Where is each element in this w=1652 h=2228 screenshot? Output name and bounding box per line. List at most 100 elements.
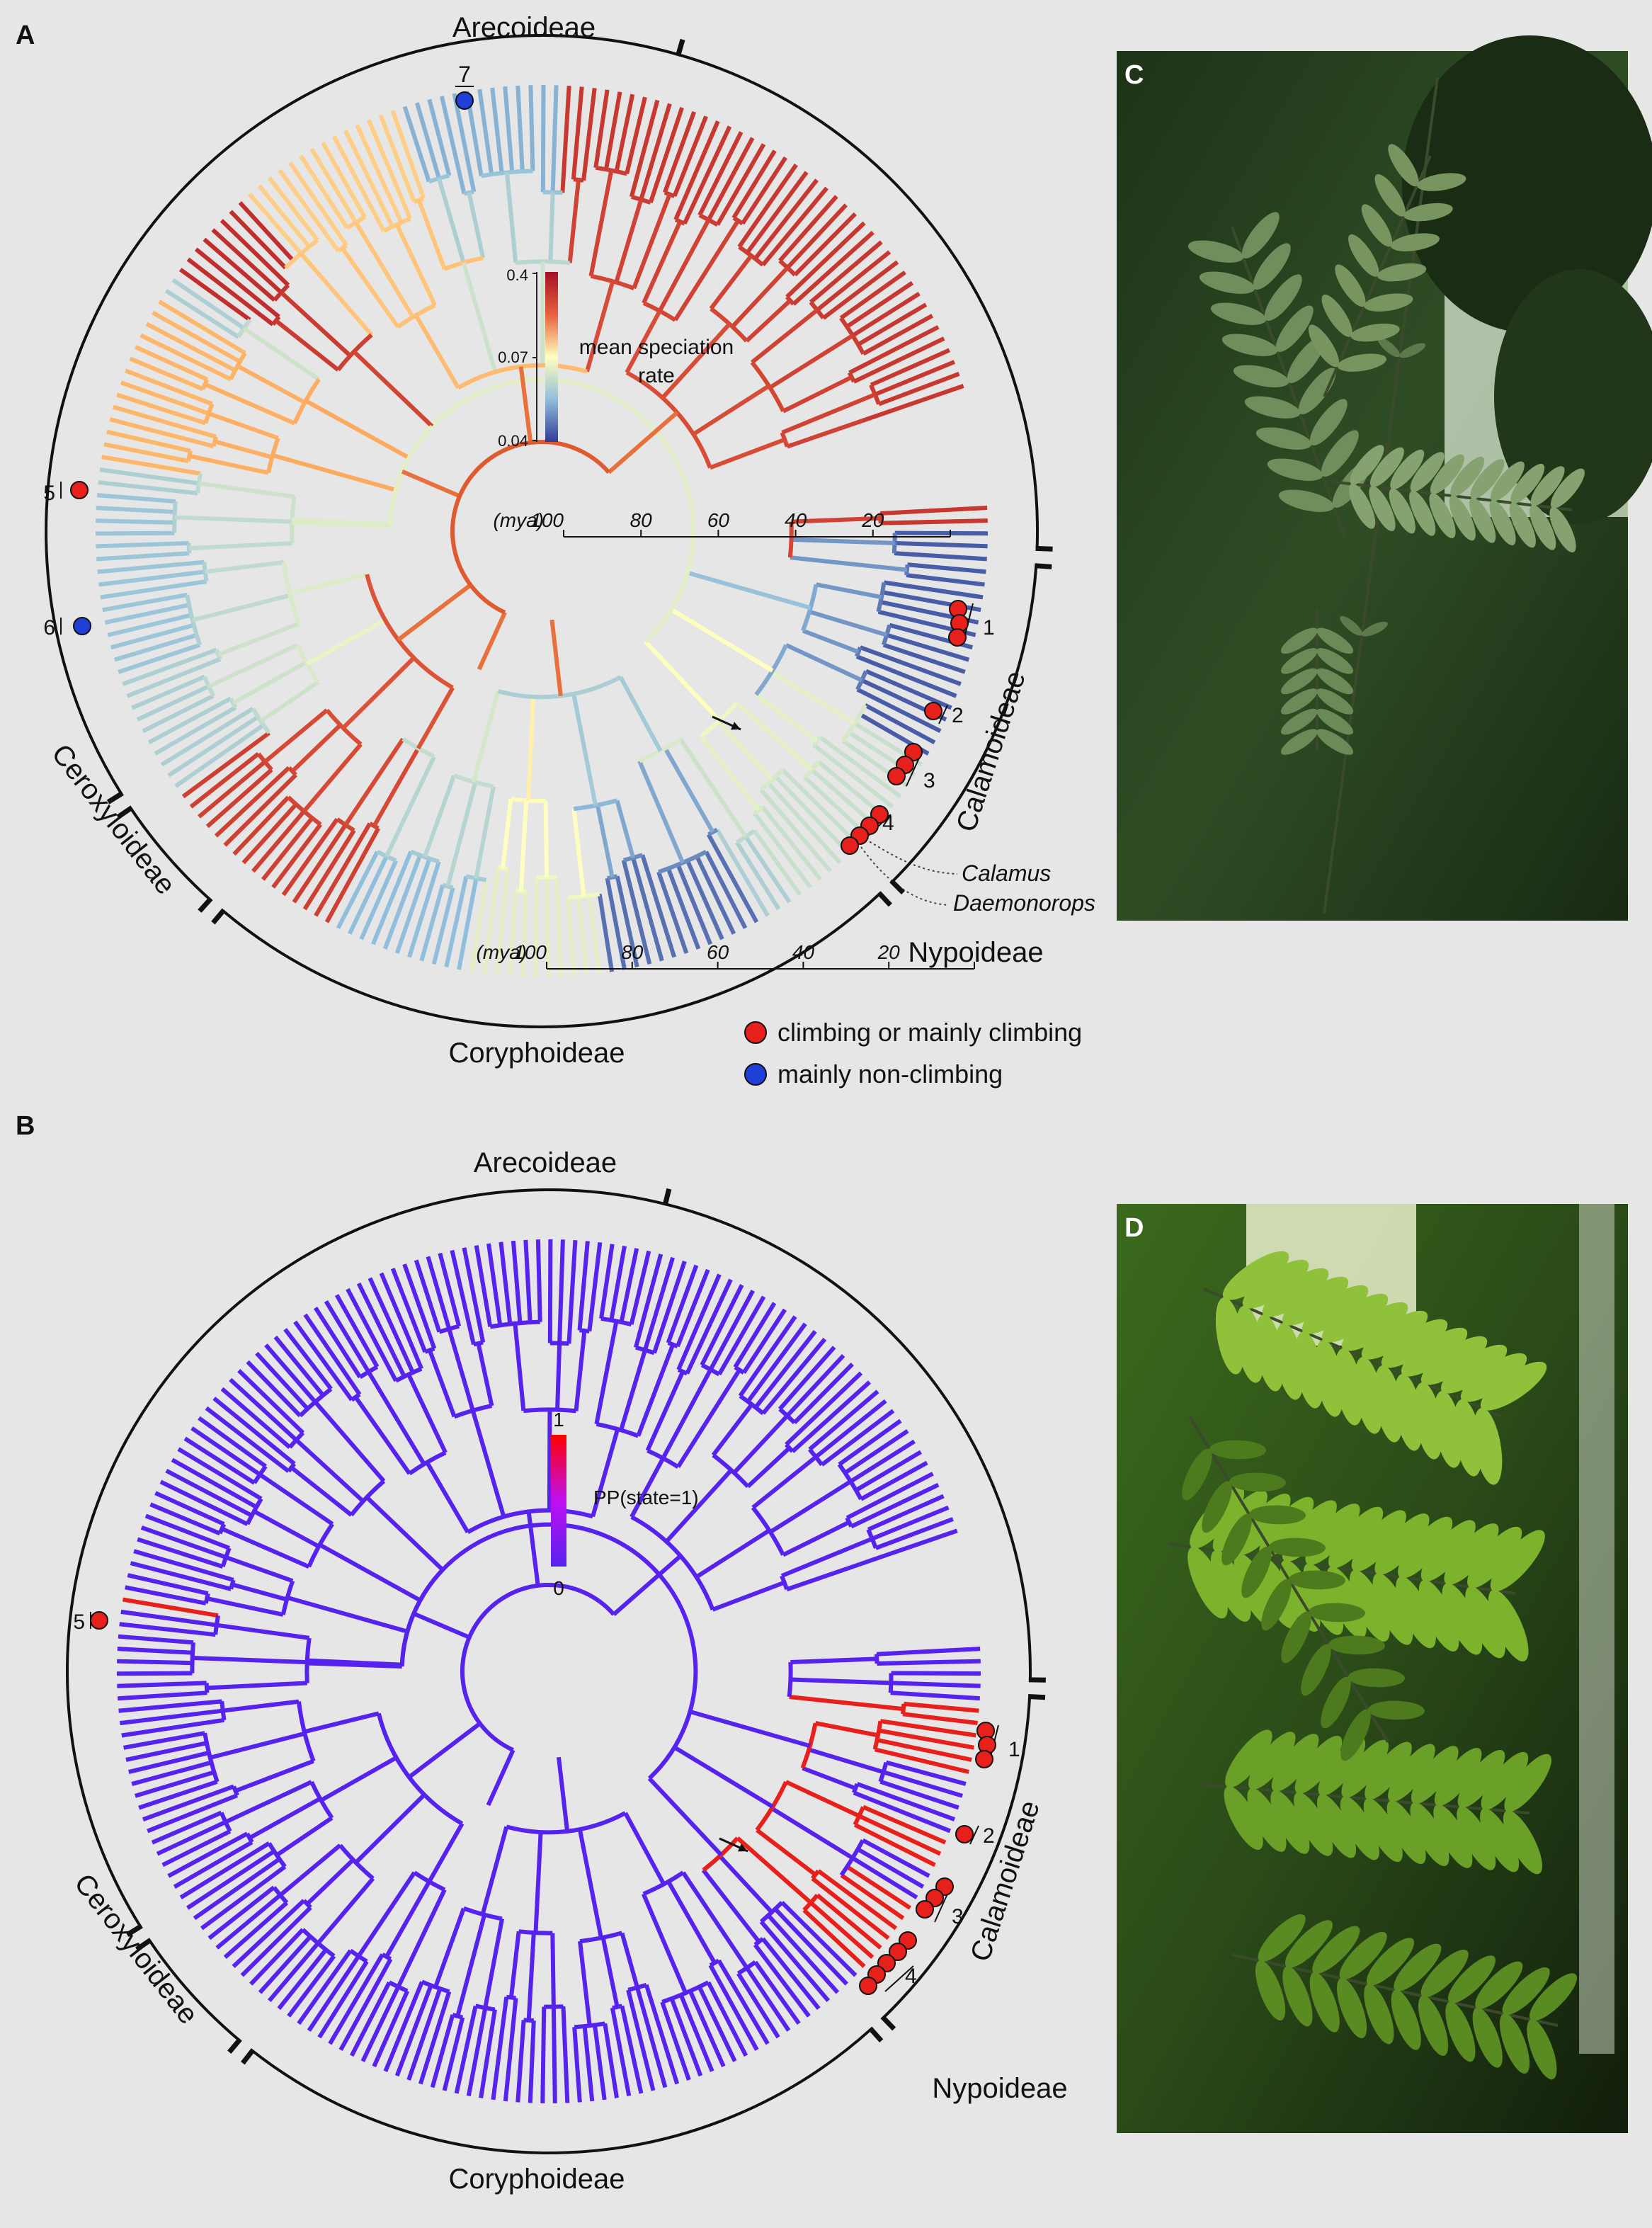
leaflet	[1410, 452, 1445, 492]
leaflet	[1434, 1748, 1482, 1806]
tree-branch	[612, 1554, 683, 1616]
tree-branch	[803, 775, 870, 838]
tree-branch	[688, 1990, 726, 2068]
leaflet	[1369, 486, 1396, 531]
tree-branch	[397, 583, 472, 642]
tree-branch	[462, 1247, 486, 1343]
tree-branch	[287, 1955, 336, 2018]
tree-branch	[587, 1241, 603, 1332]
tree-branch	[787, 521, 794, 558]
marker-label-3: 3	[923, 769, 935, 792]
tree-branch	[181, 731, 270, 799]
tree-branch	[241, 802, 298, 865]
tree-branch	[754, 644, 788, 696]
tree-branch	[635, 1987, 668, 2088]
tree-branch	[205, 1406, 290, 1473]
leaflet	[1309, 1972, 1340, 2033]
timescale-tick-label: 20	[861, 509, 884, 531]
pp-colorbar	[551, 1435, 566, 1567]
tree-branch	[610, 2007, 632, 2096]
leaflet	[1316, 708, 1354, 735]
tree-branch	[790, 1656, 877, 1665]
tree-branch	[360, 1986, 401, 2062]
tree-branch	[515, 2020, 526, 2103]
tree-branch	[200, 1865, 287, 1931]
tree-branch	[820, 1409, 895, 1467]
tree-branch	[109, 417, 215, 448]
tree-branch	[439, 96, 467, 195]
tree-branch	[736, 1972, 780, 2039]
tree-branch	[883, 580, 984, 600]
leaflet	[1275, 305, 1314, 353]
tree-branch	[738, 1315, 797, 1397]
tree-branch	[579, 1931, 623, 1944]
leaflet	[1363, 1798, 1403, 1863]
tree-branch	[281, 562, 302, 625]
tree-branch	[284, 238, 319, 270]
tree-branch	[96, 518, 175, 525]
bracket-tick	[880, 2015, 896, 2031]
tree-branch	[656, 871, 689, 954]
leaflet	[1550, 468, 1585, 508]
leaflet	[1390, 233, 1440, 251]
tree-branch	[786, 419, 863, 449]
tree-branch	[894, 540, 988, 549]
leaflet	[1225, 1729, 1272, 1788]
tree-branch	[567, 179, 581, 263]
tree-branch	[777, 1346, 836, 1411]
tree-branch	[220, 1701, 227, 1721]
tree-branch	[281, 817, 339, 897]
leaflet	[1258, 1914, 1306, 1962]
tree-branch	[821, 260, 899, 320]
tree-branch	[229, 697, 238, 709]
tree-branch	[101, 455, 201, 476]
leaflet	[1409, 490, 1436, 536]
tree-branch	[785, 221, 866, 299]
tree-branch	[253, 1509, 320, 1549]
tree-branch	[278, 169, 341, 253]
tree-branch	[154, 1491, 225, 1526]
leaflet	[1316, 688, 1354, 715]
tree-branch	[658, 850, 707, 875]
tree-branch	[122, 647, 217, 686]
tree-branch	[482, 867, 501, 974]
tree-branch	[697, 1986, 737, 2062]
tree-branch	[811, 1877, 890, 1940]
tree-branch	[402, 1263, 437, 1350]
bracket-tick	[1035, 545, 1053, 552]
tree-branch	[595, 805, 615, 878]
legend-non-climbing-dot	[744, 1063, 767, 1086]
leaflet	[1394, 1943, 1442, 1991]
leaflet	[1271, 1734, 1319, 1792]
tree-branch	[574, 1330, 587, 1411]
tree-branch	[437, 178, 466, 263]
tree-branch	[647, 1777, 723, 1857]
tree-branch	[382, 854, 423, 950]
tree-branch	[816, 1893, 882, 1950]
leaflet	[1488, 1589, 1529, 1661]
pp-legend-max: 1	[553, 1409, 564, 1431]
tree-branch	[174, 515, 292, 524]
tree-branch	[304, 1711, 380, 1734]
tree-branch	[384, 1880, 431, 1958]
tree-branch	[578, 1940, 592, 2026]
tree-branch	[707, 137, 755, 221]
tree-branch	[633, 1254, 663, 1348]
tree-branch	[787, 1661, 793, 1698]
tree-branch	[352, 350, 434, 428]
tree-branch	[371, 851, 413, 945]
tree-branch	[660, 2001, 691, 2081]
tree-branch	[399, 1522, 698, 1780]
tree-branch	[780, 1901, 858, 1977]
tree-branch	[753, 805, 764, 815]
tree-branch	[577, 1829, 603, 1938]
leaflet	[1449, 495, 1476, 541]
tree-branch	[471, 690, 501, 783]
leaflet	[1309, 399, 1348, 446]
bracket-tick	[135, 1938, 152, 1952]
tree-branch	[858, 1814, 942, 1856]
tree-branch	[135, 1770, 215, 1798]
tree-branch	[240, 1906, 312, 1977]
tree-branch	[715, 828, 770, 917]
tree-branch	[118, 1634, 194, 1645]
